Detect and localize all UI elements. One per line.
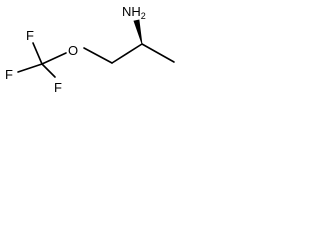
oxygen-label: O [68,43,78,58]
amine-label: NH2 [122,4,146,21]
amine-label-subscript: 2 [141,11,146,21]
bond-carbon-to-fluorine-left [17,63,43,73]
bond-cf3-carbon-to-oxygen [41,52,67,65]
bond-chiral-carbon-to-methyl [141,43,175,63]
amine-label-main: NH [122,4,141,19]
fluorine-left-label: F [5,67,13,82]
fluorine-bottom-label: F [54,80,62,95]
chemical-structure-diagram: NH2 O F F F [5,4,175,95]
bond-carbon-to-fluorine-bottom [41,63,56,78]
wedge-bond-chiral-carbon-to-amine [133,19,143,45]
fluorine-top-label: F [26,28,34,43]
bond-oxygen-to-ch2 [83,47,113,64]
bond-ch2-to-chiral-carbon [111,43,143,64]
bond-carbon-to-fluorine-top [32,42,43,65]
